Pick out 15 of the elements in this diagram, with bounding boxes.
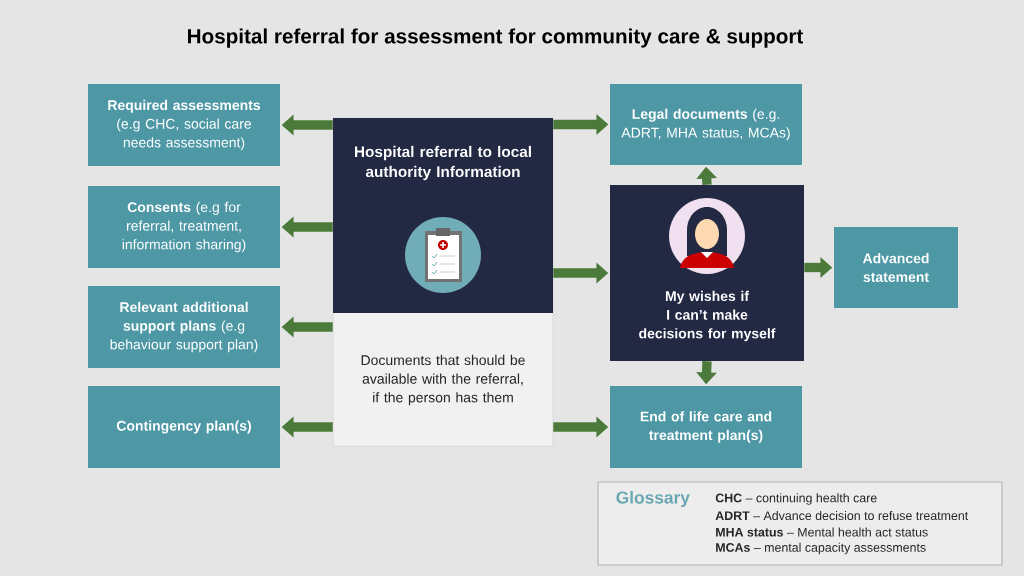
contingency-box: Contingency plan(s) xyxy=(88,386,280,468)
glossary-entry: ADRT – Advance decision to refuse treatment xyxy=(715,510,969,521)
glossary-entry: CHC – continuing health care xyxy=(715,493,877,505)
glossary-entry: MCAs – mental capacity assessments xyxy=(716,542,926,555)
support-plan-box: Relevant additional support plans (e.g behaviour support plan) xyxy=(88,286,280,368)
title: Hospital referral for assessment for community care & support xyxy=(188,28,804,48)
glossary-heading: Glossary xyxy=(616,490,690,508)
care-plan-box: End of life care and treatment plan(s) xyxy=(610,386,802,468)
assessment-box: Required assessments (e.g CHC, social care needs assessment) xyxy=(88,84,280,166)
statement-box: Advanced statement xyxy=(834,227,958,308)
consent-box: Consents (e.g for referral, treatment, information sharing) xyxy=(88,186,280,268)
description: Documents that should be available with the referral, if the person has them xyxy=(361,354,525,406)
legal-documents-box: Legal documents (e.g. ADRT, MHA status, MCAs) xyxy=(610,84,802,165)
heading: Hospital referral to local authority Information xyxy=(355,145,531,181)
glossary-entry: MHA status – Mental health act status xyxy=(716,527,928,537)
